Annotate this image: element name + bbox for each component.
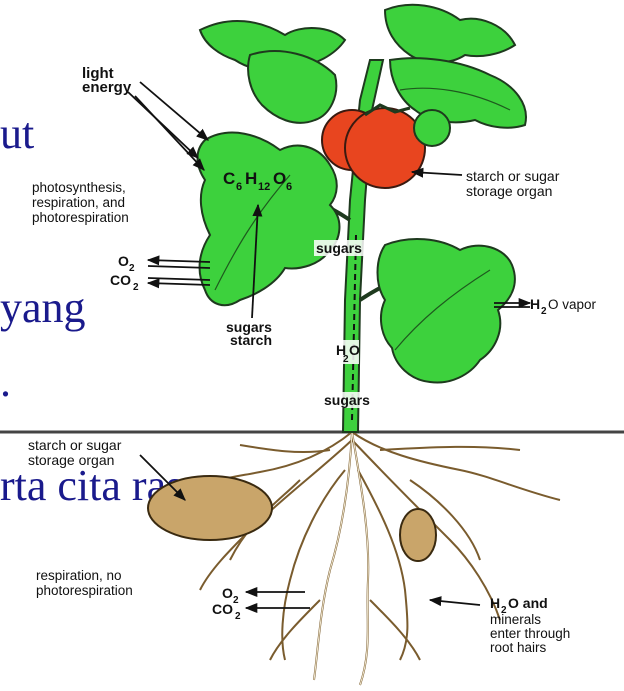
label-root-hairs: root hairs — [490, 640, 547, 655]
label-photosynthesis: photosynthesis, — [32, 180, 126, 195]
svg-text:2: 2 — [235, 611, 241, 622]
svg-text:2: 2 — [133, 282, 139, 293]
svg-text:O vapor: O vapor — [548, 297, 597, 312]
tomatoes — [322, 105, 450, 188]
svg-text:O: O — [222, 585, 233, 601]
label-sugars-stem: sugars — [316, 240, 362, 256]
label-respiration-no: respiration, no — [36, 568, 122, 583]
svg-text:12: 12 — [258, 181, 270, 193]
svg-text:2: 2 — [541, 306, 547, 317]
label-storage-top-2: storage organ — [466, 183, 552, 199]
svg-text:CO: CO — [212, 601, 233, 617]
potato-small — [400, 509, 436, 561]
label-minerals: minerals — [490, 612, 541, 627]
svg-text:H: H — [530, 296, 540, 312]
label-co2-leaf: CO 2 — [110, 272, 139, 293]
potato-large — [148, 476, 272, 540]
label-sugars-lower: sugars — [324, 392, 370, 408]
svg-text:O: O — [273, 169, 286, 188]
label-storage-top-1: starch or sugar — [466, 168, 560, 184]
svg-text:6: 6 — [236, 181, 242, 193]
svg-text:C: C — [223, 169, 235, 188]
svg-text:O: O — [118, 253, 129, 269]
svg-text:2: 2 — [233, 595, 239, 606]
label-storage-bottom-2: storage organ — [28, 452, 114, 468]
label-enter-through: enter through — [490, 626, 570, 641]
svg-text:6: 6 — [286, 181, 292, 193]
label-respiration-and: respiration, and — [32, 195, 125, 210]
label-energy: energy — [82, 79, 132, 96]
svg-text:O: O — [349, 342, 360, 358]
label-h2o-vapor: H 2 O vapor — [530, 296, 597, 317]
root-fill — [314, 432, 368, 685]
svg-text:H: H — [490, 595, 500, 611]
svg-text:CO: CO — [110, 272, 131, 288]
label-starch-leaf: starch — [230, 332, 272, 348]
label-o2-leaf: O 2 — [118, 253, 135, 274]
label-storage-bottom-1: starch or sugar — [28, 437, 122, 453]
svg-text:H: H — [245, 169, 257, 188]
label-photorespiration: photorespiration — [32, 210, 129, 225]
svg-text:O and: O and — [508, 595, 548, 611]
label-photorespiration-root: photorespiration — [36, 583, 133, 598]
